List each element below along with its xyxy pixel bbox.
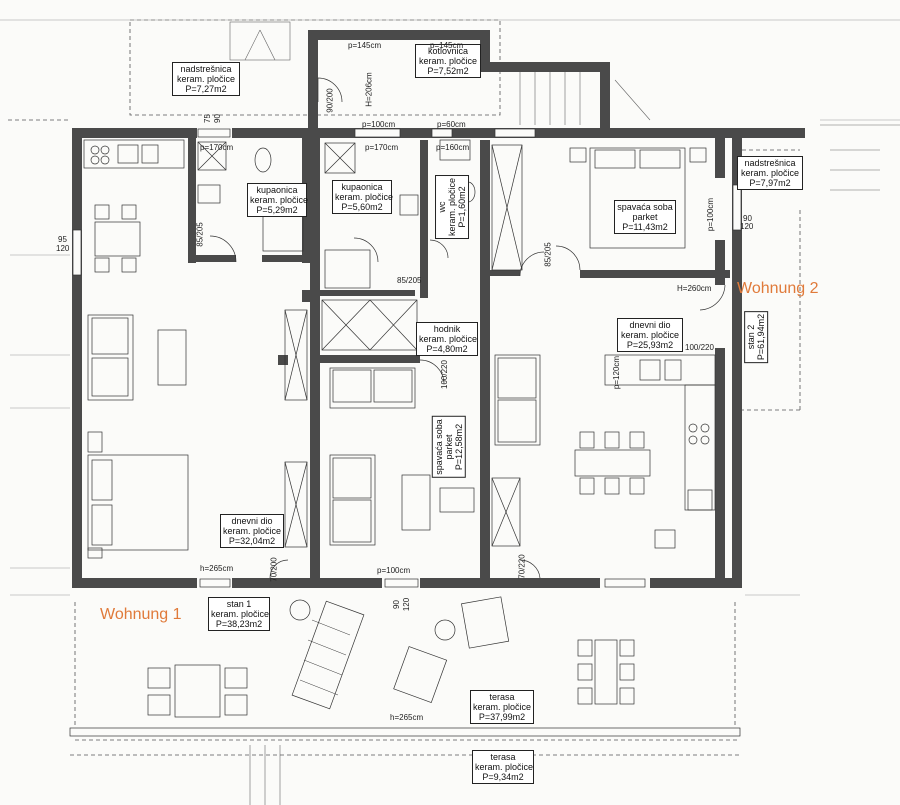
room-name: spavaća soba [617,202,673,212]
dim-window-90: 90 [743,214,752,223]
room-area: P=12,58m2 [453,423,464,471]
dim-p100-b: p=100cm [377,566,411,575]
room-area: P=5,60m2 [341,202,383,212]
dim-door-70-200: 70/200 [269,557,279,582]
label-spavaca-soba-1: spavaća soba parket P=11,43m2 [614,200,676,234]
room-floor: keram. pločice [250,195,309,205]
room-area: P=5,29m2 [256,205,298,215]
label-kupaonica-1: kupaonica keram. pločice P=5,29m2 [247,183,309,217]
room-area: P=9,34m2 [482,772,524,782]
dim-p120: p=120cm [612,355,622,390]
room-area: P=7,52m2 [427,66,469,76]
label-kotlovnica: kotlovnica keram. pločice P=7,52m2 [415,44,481,78]
room-name: kotlovnica [427,46,469,56]
room-floor: keram. pločice [620,330,680,340]
room-floor: keram. pločice [211,609,270,619]
dim-door-70-220: 70/220 [517,554,527,579]
windows [72,128,742,588]
dim-door-100-220-b: 100/220 [439,360,449,389]
room-floor: keram. pločice [473,702,532,712]
room-area: P=37,99m2 [478,712,526,722]
room-name: terasa [490,752,516,762]
dim-window-75: 75 [202,114,212,123]
dim-door-85-205-b: 85/205 [397,276,422,285]
label-hodnik: hodnik keram. pločice P=4,80m2 [416,322,478,356]
room-area: P=38,23m2 [215,619,263,629]
dim-h265-a: h=265cm [200,564,234,573]
room-name: wc [437,201,448,213]
room-name: kupaonica [256,185,298,195]
walls [72,30,805,588]
apartment-label-wohnung2: Wohnung 2 [737,280,819,297]
terrace-boards [299,619,351,696]
dim-window-120-c: 120 [402,597,412,612]
stairs [229,21,900,805]
room-floor: keram. pločice [740,168,800,178]
room-floor: keram. pločice [418,56,478,66]
room-floor: parket [632,212,658,222]
dim-window-95: 95 [58,235,67,244]
dim-p100-a: p=100cm [362,120,396,129]
room-floor: keram. pločice [223,526,282,536]
dim-p145-b: p=145cm [430,41,464,50]
room-floor: keram. pločice [176,74,236,84]
room-name: dnevni dio [629,320,671,330]
room-floor: keram. pločice [419,334,478,344]
thin-guide-lines [0,19,900,596]
label-dnevni-dio-2: dnevni dio keram. pločice P=25,93m2 [617,318,683,352]
furniture [69,139,741,737]
room-area: P=1,60m2 [457,186,468,228]
label-terasa-1: terasa keram. pločice P=37,99m2 [470,690,534,724]
room-area: P=7,27m2 [185,84,227,94]
dim-p145-a: p=145cm [348,41,382,50]
room-area: P=61,94m2 [756,313,767,361]
room-floor: keram. pločice [335,192,394,202]
room-name: terasa [489,692,515,702]
room-name: hodnik [433,324,461,334]
label-wc: wc keram. pločice P=1,60m2 [435,174,470,240]
dim-h265-b: h=265cm [390,713,424,722]
dim-p170-b: p=170cm [365,143,399,152]
label-dnevni-dio-1: dnevni dio keram. pločice P=32,04m2 [220,514,284,548]
room-area: P=4,80m2 [426,344,468,354]
dim-window-90-c: 90 [212,114,222,123]
label-stan-1: stan 1 keram. pločice P=38,23m2 [208,597,270,631]
room-floor: keram. pločice [447,177,458,237]
dim-window-120-a: 120 [56,244,70,253]
room-name: stan 1 [226,599,252,609]
room-name: kupaonica [341,182,383,192]
dim-window-90-b: 90 [391,600,401,609]
dim-p170-a: p=170cm [200,143,234,152]
dim-h260: H=260cm [677,284,712,293]
room-area: P=25,93m2 [626,340,674,350]
room-area: P=32,04m2 [228,536,276,546]
room-area: P=7,97m2 [749,178,791,188]
room-name: nadstrešnica [744,158,796,168]
door-swings [209,77,726,579]
room-floor: parket [443,434,454,460]
room-area: P=11,43m2 [622,222,668,232]
dim-p100-c: p=100cm [706,197,716,232]
dim-p60: p=60cm [437,120,466,129]
room-name: spavaća soba [433,419,444,475]
room-name: stan 2 [746,324,757,350]
label-terasa-2: terasa keram. pločice P=9,34m2 [472,750,534,784]
dim-window-120-b: 120 [740,222,754,231]
label-kupaonica-2: kupaonica keram. pločice P=5,60m2 [332,180,394,214]
dim-door-85-205-c: 85/205 [543,242,553,267]
room-name: nadstrešnica [180,64,232,74]
room-name: dnevni dio [231,516,273,526]
dim-h206: H=206cm [364,72,374,107]
label-spavaca-soba-2: spavaća soba parket P=12,58m2 [431,416,466,478]
dim-door-85-205-a: 85/205 [195,222,205,247]
dim-door-100-220-a: 100/220 [685,343,714,352]
dim-door-90-200: 90/200 [325,88,335,113]
apartment-label-wohnung1: Wohnung 1 [100,606,182,623]
label-stan-2: stan 2 P=61,94m2 [744,310,769,364]
room-floor: keram. pločice [475,762,534,772]
label-nadstresnica-right: nadstrešnica keram. pločice P=7,97m2 [737,156,803,190]
dim-p160: p=160cm [436,143,470,152]
label-nadstresnica-left: nadstrešnica keram. pločice P=7,27m2 [172,62,240,96]
